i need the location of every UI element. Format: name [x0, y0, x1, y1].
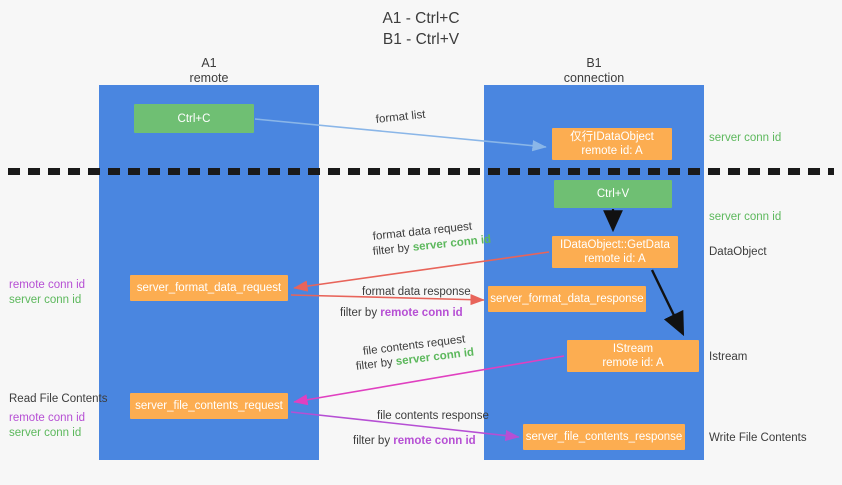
filter-by-text-3: filter by [355, 356, 397, 373]
node-idataobject-getdata[interactable]: IDataObject::GetData remote id: A [552, 236, 678, 268]
filter-remote-conn-id-2: remote conn id [393, 435, 476, 447]
label-file-contents-response-filter: filter by remote conn id [353, 434, 476, 449]
phase-divider [8, 168, 834, 175]
title-line-2: B1 - Ctrl+V [382, 31, 460, 48]
column-b1-role: connection [563, 71, 625, 85]
node-server-format-data-request-label: server_format_data_request [136, 282, 282, 294]
node-server-file-contents-response[interactable]: server_file_contents_response [523, 424, 685, 450]
column-a1-role: remote [189, 71, 229, 85]
filter-by-text-2: filter by [340, 307, 381, 319]
label-istream: Istream [709, 351, 748, 363]
label-conn-id-pair-format: remote conn id server conn id [9, 278, 85, 308]
title-line-1: A1 - Ctrl+C [382, 10, 460, 27]
node-istream-sub: remote id: A [602, 357, 664, 369]
node-server-file-contents-response-label: server_file_contents_response [525, 431, 683, 443]
column-b1-name: B1 [586, 56, 602, 70]
label-server-conn-id-1: server conn id [9, 294, 82, 306]
column-header-b1: B1 connection [484, 56, 704, 86]
label-server-conn-id-2: server conn id [9, 427, 82, 439]
node-ctrl-c[interactable]: Ctrl+C [134, 104, 254, 133]
column-a1-name: A1 [201, 56, 217, 70]
node-idataobject-getdata-sub: remote id: A [584, 253, 646, 265]
node-ctrl-c-label: Ctrl+C [177, 112, 211, 125]
node-ctrl-v[interactable]: Ctrl+V [554, 180, 672, 208]
node-ctrl-v-label: Ctrl+V [596, 188, 630, 200]
label-remote-conn-id-2: remote conn id [9, 412, 86, 424]
node-server-format-data-response[interactable]: server_format_data_response [488, 286, 646, 312]
label-conn-id-pair-file: remote conn id server conn id [9, 411, 85, 441]
node-idataobject-label: 仅行IDataObject [570, 131, 654, 143]
node-server-file-contents-request[interactable]: server_file_contents_request [130, 393, 288, 419]
label-format-data-response-filter: filter by remote conn id [340, 306, 463, 321]
node-idataobject-sub: remote id: A [581, 145, 643, 157]
label-dataobject: DataObject [709, 246, 767, 258]
label-remote-conn-id-1: remote conn id [9, 279, 86, 291]
filter-by-text-1: filter by [372, 241, 414, 258]
filter-by-text-4: filter by [353, 435, 394, 447]
label-read-file-contents: Read File Contents [9, 393, 108, 405]
label-server-conn-id-top: server conn id [709, 132, 782, 144]
label-file-contents-response: file contents response [377, 410, 489, 422]
label-format-data-response: format data response [362, 286, 471, 298]
node-idataobject[interactable]: 仅行IDataObject remote id: A [552, 128, 672, 160]
node-istream-label: IStream [612, 343, 654, 355]
filter-remote-conn-id-1: remote conn id [380, 307, 463, 319]
label-write-file-contents: Write File Contents [709, 432, 807, 444]
node-istream[interactable]: IStream remote id: A [567, 340, 699, 372]
node-server-format-data-response-label: server_format_data_response [490, 293, 644, 305]
node-idataobject-getdata-label: IDataObject::GetData [560, 239, 670, 251]
page-title: A1 - Ctrl+C B1 - Ctrl+V [0, 8, 842, 50]
label-format-list: format list [375, 108, 427, 126]
label-server-conn-id-mid: server conn id [709, 211, 782, 223]
node-server-file-contents-request-label: server_file_contents_request [135, 400, 283, 412]
column-header-a1: A1 remote [99, 56, 319, 86]
node-server-format-data-request[interactable]: server_format_data_request [130, 275, 288, 301]
